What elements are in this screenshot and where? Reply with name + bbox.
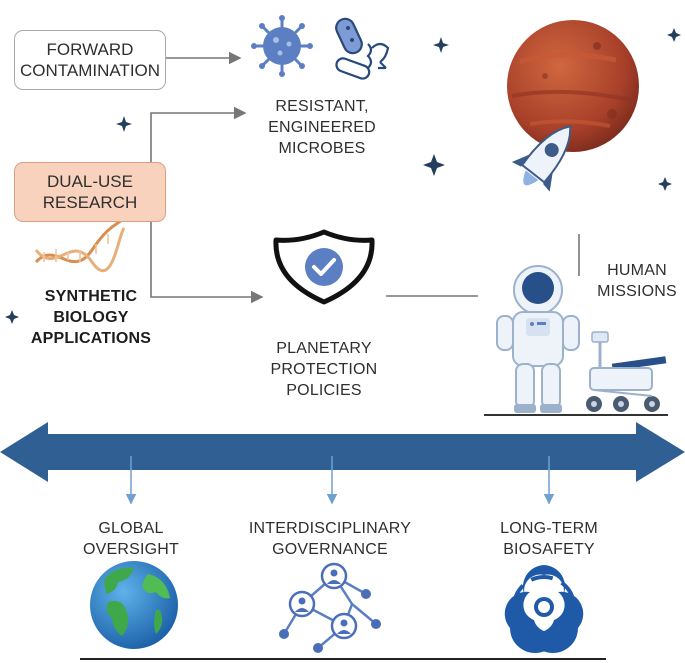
connector-lines <box>150 51 580 304</box>
resistant-microbes-label: RESISTANT, ENGINEERED MICROBES <box>268 98 376 157</box>
forward-contamination-label: FORWARD CONTAMINATION <box>19 40 161 80</box>
dual-use-research-box: DUAL-USE RESEARCH <box>14 162 166 222</box>
bacteria-icon <box>335 17 390 80</box>
dna-icon <box>34 215 126 273</box>
shield-icon <box>273 229 375 305</box>
pillar-long-term-biosafety-label: LONG-TERM BIOSAFETY <box>500 520 598 558</box>
planetary-protection-label: PLANETARY PROTECTION POLICIES <box>270 340 378 399</box>
timeline-arrow <box>0 422 685 482</box>
biohazard-icon <box>504 565 584 653</box>
mars-icon <box>507 20 639 152</box>
network-icon <box>279 562 381 653</box>
globe-icon <box>90 561 178 649</box>
star-decorations <box>5 28 681 324</box>
virus-icon <box>251 15 313 77</box>
pillar-connectors <box>125 456 555 505</box>
astronaut-icon <box>496 265 580 413</box>
rocket-icon <box>511 125 572 192</box>
human-missions-label: HUMAN MISSIONS <box>597 262 677 300</box>
pillar-global-oversight-label: GLOBAL OVERSIGHT <box>82 520 180 558</box>
rover-icon <box>586 331 667 412</box>
synthetic-biology-label: SYNTHETIC BIOLOGY APPLICATIONS <box>30 288 152 347</box>
forward-contamination-box: FORWARD CONTAMINATION <box>14 30 166 90</box>
dual-use-research-label: DUAL-USE RESEARCH <box>42 172 138 212</box>
pillar-interdisciplinary-governance-label: INTERDISCIPLINARY GOVERNANCE <box>248 520 412 558</box>
